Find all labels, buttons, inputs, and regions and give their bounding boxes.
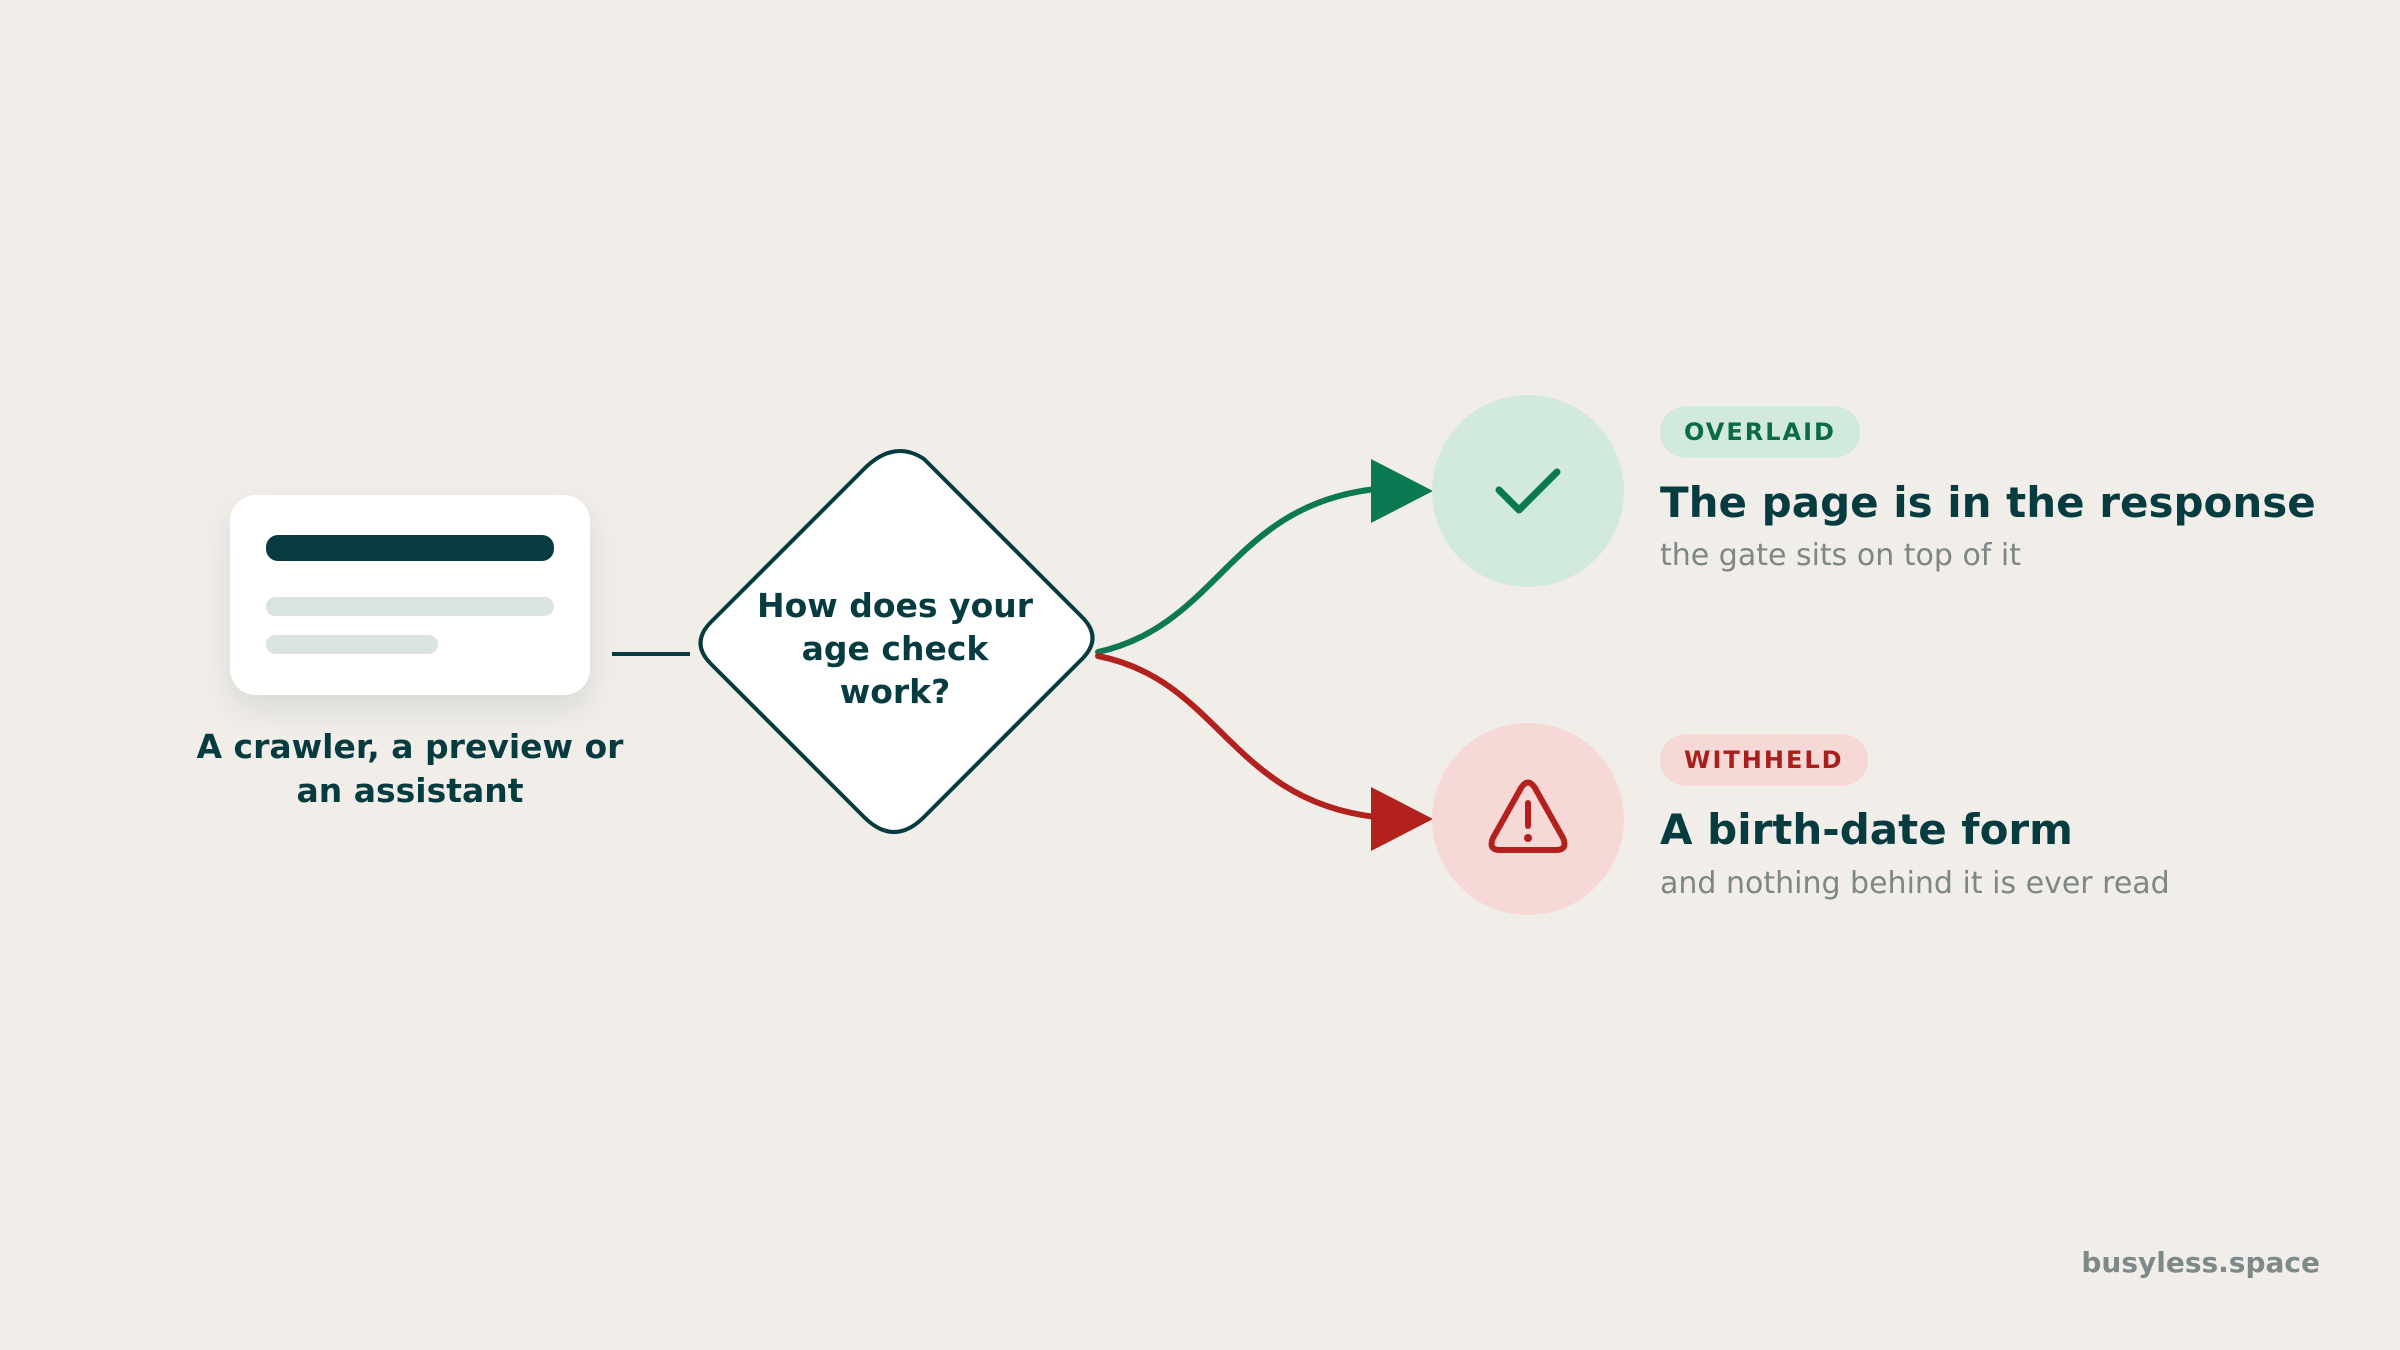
card-title-bar (266, 535, 554, 561)
card-text-line (266, 597, 554, 616)
withheld-branch-arrow (1095, 653, 1379, 820)
decision-question: How does your age check work? (756, 586, 1034, 711)
overlaid-outcome-circle (1432, 395, 1624, 587)
withheld-subtitle: and nothing behind it is ever read (1660, 866, 2170, 901)
overlaid-arrowhead (1371, 459, 1433, 523)
decision-diamond (698, 449, 1095, 834)
withheld-badge: WITHHELD (1660, 734, 1868, 786)
source-label: A crawler, a preview or an assistant (196, 727, 624, 810)
withheld-title: A birth-date form (1660, 805, 2073, 854)
warning-icon (1488, 779, 1568, 853)
footer-brand: busyless.space (2081, 1246, 2320, 1279)
overlaid-subtitle: the gate sits on top of it (1660, 538, 2021, 573)
card-text-line (266, 635, 438, 654)
overlaid-branch-arrow (1095, 486, 1379, 655)
source-card (230, 495, 590, 695)
overlaid-title: The page is in the response (1660, 478, 2316, 527)
overlaid-badge: OVERLAID (1660, 406, 1860, 458)
check-icon (1495, 468, 1561, 514)
withheld-arrowhead (1371, 787, 1433, 851)
